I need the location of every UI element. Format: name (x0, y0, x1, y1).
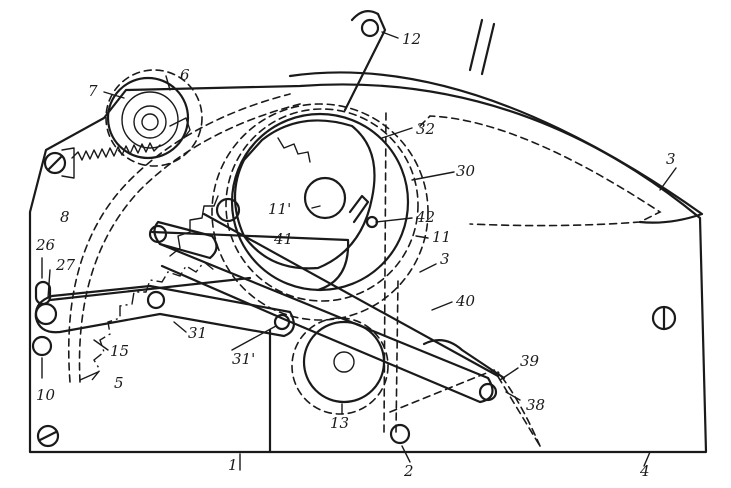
link-38-box (389, 369, 541, 447)
cam-block (422, 339, 506, 380)
label-42: 42 (415, 208, 435, 226)
wheel-32-outer (211, 103, 429, 321)
slide-26 (34, 280, 52, 306)
label-30: 30 (456, 162, 476, 180)
pivot-31 (146, 290, 166, 310)
cam-11 (233, 119, 376, 270)
hub-13 (333, 351, 355, 373)
pivot-10 (31, 335, 53, 357)
label-3-mid: 3 (440, 250, 450, 268)
label-13: 13 (330, 414, 349, 432)
label-7: 7 (88, 82, 98, 100)
label-6: 6 (180, 66, 190, 84)
label-38: 38 (526, 396, 545, 414)
pin-39 (478, 382, 498, 402)
label-31-prime: 31' (232, 350, 255, 368)
rod-top (468, 18, 484, 72)
segment-plate-3-inner (419, 115, 662, 227)
label-32: 32 (416, 120, 435, 138)
label-12: 12 (402, 30, 421, 48)
rod-top-b (480, 22, 496, 76)
arm-12 (343, 9, 387, 112)
housing-plate (28, 83, 708, 454)
label-11-prime: 11' (268, 200, 291, 218)
sector-arc-outer (67, 93, 291, 383)
label-31: 31 (188, 324, 207, 342)
tension-spring (71, 142, 161, 161)
sector-teeth-upper (169, 195, 219, 257)
arm-31 (34, 284, 295, 338)
label-8: 8 (60, 208, 70, 226)
link-38 (383, 109, 399, 433)
screw-bottom-left (36, 424, 60, 448)
cam-11-teeth (277, 137, 311, 163)
label-3-top: 3 (666, 150, 676, 168)
screw-bracket (61, 147, 75, 179)
label-27: 27 (55, 256, 76, 274)
screw-mid-left (215, 197, 241, 223)
label-10: 10 (36, 386, 56, 404)
segment-plate-3 (288, 71, 704, 224)
pin-31p (273, 313, 291, 331)
lever-41 (150, 230, 350, 292)
lever-40-upper (202, 212, 500, 378)
label-40: 40 (455, 292, 476, 310)
wheel-13-dash (291, 317, 389, 415)
link-27-arm (48, 276, 252, 302)
sector-arc-inner (78, 103, 301, 383)
sector-teeth (91, 261, 215, 381)
screw-slot-bl (38, 430, 58, 442)
label-5: 5 (114, 374, 124, 392)
lever-40 (158, 242, 494, 404)
pivot-2 (389, 423, 411, 445)
label-1: 1 (228, 456, 238, 474)
screw-slot-tl (46, 154, 64, 172)
label-41: 41 (273, 230, 293, 248)
wheel-30-dash (225, 108, 419, 302)
label-11: 11 (432, 228, 451, 246)
barrel-dash (105, 69, 203, 167)
label-26: 26 (35, 236, 56, 254)
wheel-30 (230, 112, 410, 292)
label-39: 39 (520, 352, 540, 370)
lever-41-slot (153, 220, 218, 260)
cam-notch (348, 194, 370, 224)
pivot-12 (360, 18, 380, 38)
hub-11 (303, 176, 347, 220)
label-4: 4 (639, 462, 650, 480)
screw-top-left (43, 151, 67, 175)
spring-hook (169, 117, 191, 139)
wheel-13 (302, 320, 386, 404)
label-2: 2 (403, 462, 414, 480)
barrel-inner (133, 105, 167, 139)
barrel-hub (141, 113, 159, 131)
barrel-mid (121, 91, 179, 149)
leader-lines (41, 31, 677, 471)
label-15: 15 (110, 342, 129, 360)
pivot-27 (34, 302, 58, 326)
pin-lever-41 (148, 224, 168, 244)
barrel-outer (106, 76, 190, 160)
